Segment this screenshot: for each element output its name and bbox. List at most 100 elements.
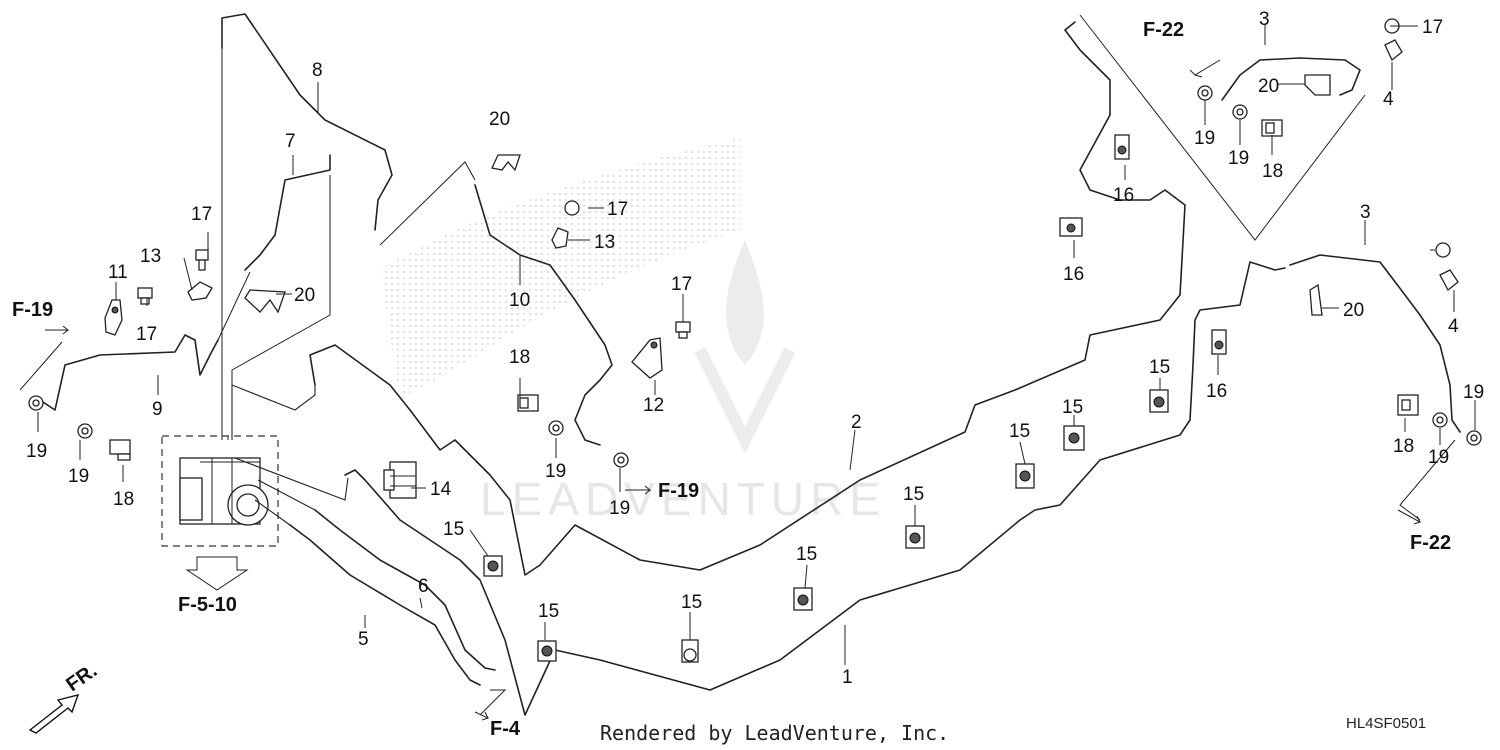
bolt-17-d[interactable] <box>675 321 691 339</box>
bracket-12[interactable] <box>631 337 663 379</box>
bracket-20-d[interactable] <box>1309 283 1323 316</box>
bracket-20-a[interactable] <box>491 154 521 172</box>
clip-4-a[interactable] <box>1384 39 1403 62</box>
watermark-v-icon <box>694 347 796 454</box>
bolt-18-c[interactable] <box>1261 119 1283 137</box>
callout-15-e: 15 <box>903 484 924 505</box>
callout-3-upper: 3 <box>1259 9 1270 30</box>
washer-19-f[interactable] <box>1232 104 1248 120</box>
callout-7: 7 <box>285 131 296 152</box>
lead-line <box>37 25 1476 665</box>
callout-14: 14 <box>430 479 452 500</box>
callout-15-h: 15 <box>1149 357 1170 378</box>
clamp-16-a[interactable] <box>1114 134 1130 160</box>
clamp-15-d[interactable] <box>793 587 813 611</box>
washer-19-g[interactable] <box>1432 412 1448 428</box>
clamp-15-e[interactable] <box>905 525 925 549</box>
pipe-1[interactable] <box>344 261 1286 716</box>
watermark-text: LEADVENTURE <box>480 473 886 525</box>
ref-f19-mid[interactable]: F-19 <box>658 480 699 502</box>
callout-20-b: 20 <box>294 285 315 306</box>
callout-15-f: 15 <box>1009 421 1030 442</box>
washer-19-d[interactable] <box>613 452 629 468</box>
clamp-15-a[interactable] <box>483 555 503 577</box>
bolt-18-d[interactable] <box>1397 394 1419 416</box>
clamp-16-c[interactable] <box>1211 329 1227 355</box>
callout-4-upper: 4 <box>1383 89 1394 110</box>
washer-19-a[interactable] <box>28 395 44 411</box>
hose-3-lower[interactable] <box>1289 254 1461 433</box>
clip-4-b[interactable] <box>1439 269 1459 291</box>
pipe-7[interactable] <box>244 154 331 271</box>
clamp-15-h[interactable] <box>1149 389 1169 413</box>
arrow-icon <box>625 485 652 495</box>
abs-pipe <box>254 499 291 526</box>
ref-f22-right[interactable]: F-22 <box>1410 532 1451 554</box>
lead-line <box>379 161 476 246</box>
hose-9[interactable] <box>39 334 219 411</box>
callout-17-e: 17 <box>1422 17 1443 38</box>
arrow-icon <box>45 325 70 335</box>
bolt-18-b[interactable] <box>517 394 539 412</box>
callout-16-c: 16 <box>1206 381 1227 402</box>
lead-line <box>1079 14 1366 241</box>
hose-10[interactable] <box>474 184 613 446</box>
ref-f19-left[interactable]: F-19 <box>12 299 53 321</box>
clip-13-a[interactable] <box>187 281 213 301</box>
clamp-15-c[interactable] <box>681 639 699 663</box>
lead-line <box>231 175 331 440</box>
bolt-17-f[interactable] <box>1435 242 1451 258</box>
callout-19-f: 19 <box>1228 148 1249 169</box>
lead-line <box>185 556 249 591</box>
callout-15-a: 15 <box>443 519 464 540</box>
clamp-15-f[interactable] <box>1015 463 1035 489</box>
abs-pipe <box>257 479 316 511</box>
clamp-15-b[interactable] <box>537 640 557 662</box>
bracket-11[interactable] <box>104 299 123 336</box>
pipe-8[interactable] <box>221 13 393 231</box>
callout-11: 11 <box>108 262 128 283</box>
arrow-icon <box>474 711 490 721</box>
pipe-5[interactable] <box>289 524 481 686</box>
callout-16-a: 16 <box>1113 185 1134 206</box>
pipe-2[interactable] <box>309 21 1186 576</box>
clamp-16-b[interactable] <box>1059 217 1083 237</box>
clip-13-b[interactable] <box>551 227 569 249</box>
washer-19-c[interactable] <box>548 420 564 436</box>
bolt-17-a[interactable] <box>195 249 209 271</box>
washer-19-b[interactable] <box>77 423 93 439</box>
callout-18-d: 18 <box>1393 436 1414 457</box>
bracket-20-c[interactable] <box>1304 74 1331 96</box>
clamp-15-g[interactable] <box>1063 425 1085 451</box>
callout-15-c: 15 <box>681 592 702 613</box>
callout-3-lower: 3 <box>1360 202 1371 223</box>
callout-18-b: 18 <box>509 347 530 368</box>
pipe-6[interactable] <box>314 509 496 671</box>
callout-20-d: 20 <box>1343 300 1364 321</box>
washer-19-h[interactable] <box>1466 430 1482 446</box>
lead-line <box>479 689 507 716</box>
bolt-17-c[interactable] <box>564 200 580 216</box>
callout-13-mid: 13 <box>594 232 615 253</box>
callout-10: 10 <box>509 290 530 311</box>
bracket-20-b[interactable] <box>244 289 286 314</box>
washer-19-e[interactable] <box>1197 85 1213 101</box>
lead-line <box>1399 439 1456 521</box>
ref-f4[interactable]: F-4 <box>490 718 521 740</box>
callout-20-c: 20 <box>1258 76 1279 97</box>
ref-f5-10[interactable]: F-5-10 <box>178 594 237 616</box>
arrow-icon <box>1189 59 1221 78</box>
callout-19-h: 19 <box>1463 382 1484 403</box>
bolt-17-b[interactable] <box>137 287 153 305</box>
abs-modulator[interactable] <box>179 457 269 526</box>
callout-19-a: 19 <box>26 441 47 462</box>
callout-15-b: 15 <box>538 601 559 622</box>
callout-17-a: 17 <box>191 204 212 225</box>
callout-19-g: 19 <box>1428 447 1449 468</box>
bolt-18-a[interactable] <box>109 439 131 461</box>
callout-19-e: 19 <box>1194 128 1215 149</box>
ref-f22-top[interactable]: F-22 <box>1143 19 1184 41</box>
watermark-flame-icon <box>726 240 764 365</box>
clamp-14[interactable] <box>383 461 417 499</box>
hose-3-upper[interactable] <box>1221 57 1361 101</box>
